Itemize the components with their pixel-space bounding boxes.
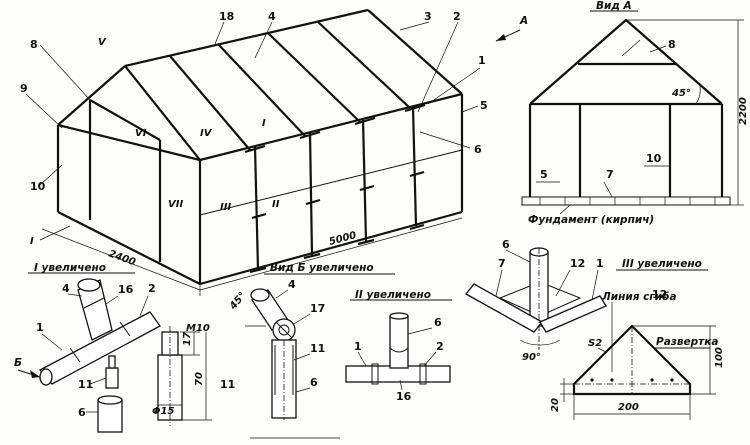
d2-callout-2: 2: [436, 340, 444, 353]
detail-3-title: III увеличено: [622, 258, 702, 270]
callout-8: 8: [30, 38, 38, 51]
dev-width: 200: [618, 402, 639, 413]
detail-2: II увеличено 1 2 6 16: [345, 289, 452, 403]
panel-label-VII: VII: [168, 199, 183, 210]
view-b: Вид Б увеличено 45° 4 17 11 6: [227, 262, 395, 420]
development-view: 12 Линия сгиба Развертка S2 100 20 200: [550, 288, 725, 420]
development-label: Развертка: [656, 336, 718, 348]
callout-5: 5: [480, 99, 488, 112]
bracket-angle: 45°: [227, 290, 248, 312]
view-a-callout-8: 8: [668, 38, 676, 51]
dim-thread: М10: [186, 323, 210, 334]
detail-2-title: II увеличено: [355, 289, 431, 301]
callout-2: 2: [453, 10, 461, 23]
view-a-callout-10: 10: [646, 152, 662, 165]
pin-detail: М10 17 70 Φ15 11: [152, 323, 235, 426]
panel-label-VI: VI: [135, 128, 147, 139]
foundation-label: Фундамент (кирпич): [528, 214, 654, 226]
d1-callout-16: 16: [118, 283, 134, 296]
dev-callout-12: 12: [652, 288, 667, 301]
d3-callout-6: 6: [502, 238, 510, 251]
greenhouse-isometric: 8 9 10 I 18 4 3 2 1 5 6 V VI VII IV I II…: [20, 8, 528, 296]
corner-angle: 90°: [522, 352, 541, 363]
dim-pin-17: 17: [182, 332, 193, 346]
vb-callout-4: 4: [288, 278, 296, 291]
callout-10: 10: [30, 180, 46, 193]
d2-callout-6: 6: [434, 316, 442, 329]
roof-angle: 45°: [671, 88, 691, 99]
callout-4: 4: [268, 10, 276, 23]
d2-callout-1: 1: [354, 340, 362, 353]
panel-label-V: V: [98, 37, 107, 48]
detail-1: I увеличено 4 16 2 1 Б 11 6: [14, 262, 161, 433]
dim-width: 2400: [107, 248, 137, 268]
callout-18: 18: [219, 10, 234, 23]
d3-callout-7: 7: [498, 257, 506, 270]
d1-callout-1: 1: [36, 321, 44, 334]
detail-1-title: I увеличено: [34, 262, 106, 274]
view-a-title: Вид А: [596, 0, 632, 12]
callout-1: 1: [478, 54, 486, 67]
arrow-a-label: А: [519, 15, 528, 27]
view-a-callout-5: 5: [540, 168, 548, 181]
dim-pin-70: 70: [194, 372, 205, 386]
panel-label-IV: IV: [200, 128, 213, 139]
panel-label-I-main: I: [30, 236, 34, 247]
dev-angle: S2: [588, 338, 602, 349]
detail-3: III увеличено 90° 6 7 12 1: [465, 238, 708, 363]
view-b-title: Вид Б увеличено: [270, 262, 374, 274]
d2-callout-16: 16: [396, 390, 412, 403]
dev-height: 100: [714, 347, 725, 368]
panel-label-III: III: [220, 202, 231, 213]
view-a: Вид А 45° 2200 8 5 7 10: [521, 0, 749, 226]
d3-callout-1: 1: [596, 257, 604, 270]
vb-callout-17: 17: [310, 302, 325, 315]
callout-6: 6: [474, 143, 482, 156]
d3-callout-12: 12: [570, 257, 585, 270]
d1-callout-11: 11: [78, 378, 93, 391]
dim-height: 2200: [738, 97, 749, 125]
fold-line-label: Линия сгиба: [601, 291, 677, 303]
d1-callout-4: 4: [62, 282, 70, 295]
vb-callout-11: 11: [310, 342, 325, 355]
vb-callout-6: 6: [310, 376, 318, 389]
arrow-b-label: Б: [14, 357, 22, 369]
view-a-callout-7: 7: [606, 168, 614, 181]
callout-9: 9: [20, 82, 28, 95]
d1-callout-6: 6: [78, 406, 86, 419]
dim-pin-dia: Φ15: [152, 406, 174, 417]
callout-3: 3: [424, 10, 432, 23]
d1-callout-2: 2: [148, 282, 156, 295]
pin-callout-11: 11: [220, 378, 235, 391]
dev-thickness: 20: [550, 398, 561, 412]
panel-label-II: II: [272, 199, 280, 210]
panel-label-I: I: [262, 118, 266, 129]
